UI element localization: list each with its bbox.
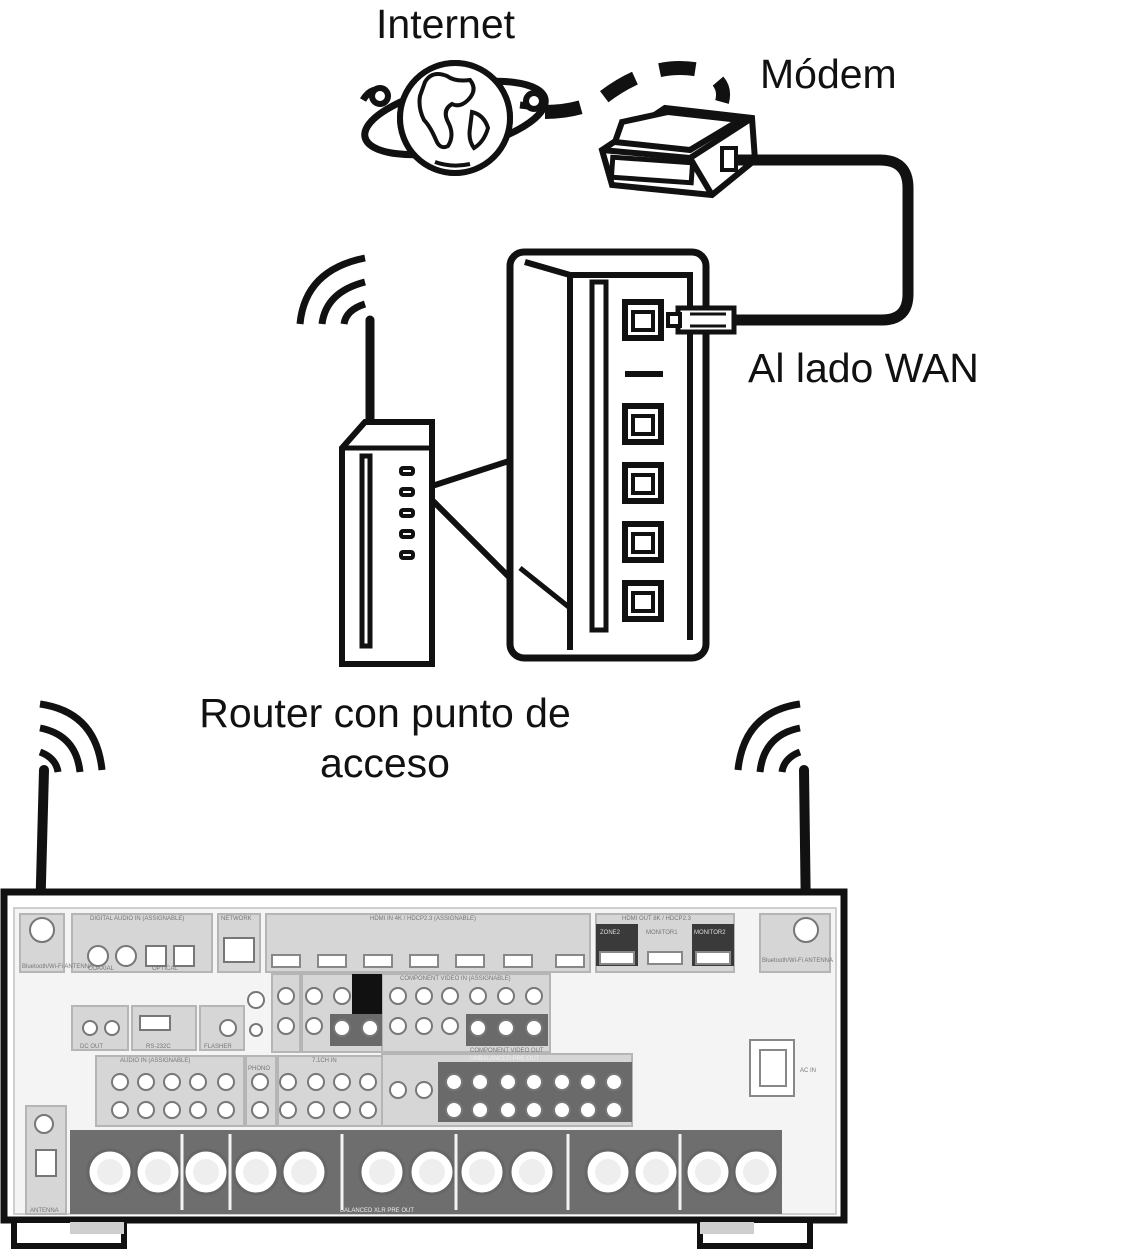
router-icon — [339, 315, 435, 667]
phono-label: PHONO — [248, 1066, 270, 1072]
network-label: NETWORK — [221, 916, 252, 922]
component-video-out-label: COMPONENT VIDEO OUT — [470, 1048, 544, 1054]
router-back-panel-zoom — [506, 248, 737, 662]
router-wifi-signal-icon — [296, 254, 367, 325]
ch71-in-label: 7.1CH IN — [312, 1058, 337, 1064]
unbalanced-pre-out-label: UNBALANCED PRE OUT — [470, 1056, 540, 1062]
internet-label: Internet — [376, 1, 516, 47]
monitor1-label: MONITOR1 — [646, 930, 678, 936]
modem-label: Módem — [760, 51, 897, 97]
digital-audio-in-label: DIGITAL AUDIO IN (ASSIGNABLE) — [90, 916, 184, 922]
right-antenna-label: Bluetooth/Wi-Fi ANTENNA — [762, 958, 833, 964]
router-label: Router con punto de acceso — [190, 688, 580, 788]
lan-port — [622, 521, 664, 563]
av-receiver: AC IN — [0, 700, 848, 1249]
wan-side-label: Al lado WAN — [748, 345, 979, 391]
internet-link-line — [544, 61, 730, 119]
modem-icon — [598, 104, 759, 199]
left-antenna-label: Bluetooth/Wi-Fi ANTENNA — [22, 964, 93, 970]
antenna-label: ANTENNA — [30, 1208, 59, 1214]
router-label-line1: Router con punto de — [199, 690, 571, 736]
lan-port — [622, 403, 664, 445]
balanced-pre-out-label: BALANCED XLR PRE OUT — [340, 1208, 414, 1214]
hdmi-in-label: HDMI IN 4K / HDCP2.3 (ASSIGNABLE) — [370, 916, 476, 922]
router-label-line2: acceso — [320, 740, 450, 787]
optical-label: OPTICAL — [152, 966, 178, 972]
monitor2-label: MONITOR2 — [694, 930, 726, 936]
hdmi-out-label: HDMI OUT 8K / HDCP2.3 — [622, 916, 692, 922]
wifi-signal-icon — [38, 700, 802, 773]
coaxial-label: COAXIAL — [88, 966, 115, 972]
dc-out-label: DC OUT — [80, 1044, 103, 1050]
lan-port — [622, 580, 664, 622]
wan-port — [622, 299, 664, 341]
globe-icon — [359, 60, 549, 176]
rs232c-label: RS-232C — [146, 1044, 171, 1050]
zoom-callout-lines — [429, 457, 515, 583]
ac-in-label: AC IN — [800, 1068, 816, 1074]
ethernet-plug-icon — [666, 305, 737, 335]
lan-port — [622, 462, 664, 504]
zone2-label: ZONE2 — [600, 930, 621, 936]
wan-cable — [732, 154, 914, 326]
component-video-in-label: COMPONENT VIDEO IN (ASSIGNABLE) — [400, 976, 511, 982]
audio-in-label: AUDIO IN (ASSIGNABLE) — [120, 1058, 190, 1064]
flasher-label: FLASHER — [204, 1044, 232, 1050]
